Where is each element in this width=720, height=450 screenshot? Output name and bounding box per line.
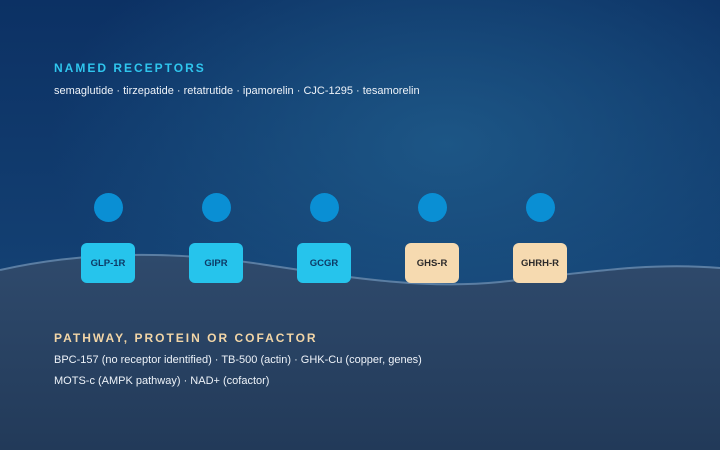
receptor-label: GHS-R: [405, 243, 459, 283]
receptor-dot: [94, 193, 123, 222]
pathway-line-1: BPC-157 (no receptor identified) · TB-50…: [54, 354, 422, 366]
receptor-dot: [202, 193, 231, 222]
receptor-label: GIPR: [189, 243, 243, 283]
pathway-heading: PATHWAY, PROTEIN OR COFACTOR: [54, 331, 318, 345]
receptor-dot: [526, 193, 555, 222]
receptor-label: GCGR: [297, 243, 351, 283]
receptor-label: GHRH-R: [513, 243, 567, 283]
pathway-line-2: MOTS-c (AMPK pathway) · NAD+ (cofactor): [54, 375, 270, 387]
receptor-label: GLP-1R: [81, 243, 135, 283]
receptor-dot: [418, 193, 447, 222]
membrane-region: [0, 254, 720, 450]
receptor-dot: [310, 193, 339, 222]
named-receptors-heading: NAMED RECEPTORS: [54, 61, 206, 75]
named-receptors-compounds: semaglutide · tirzepatide · retatrutide …: [54, 85, 420, 97]
